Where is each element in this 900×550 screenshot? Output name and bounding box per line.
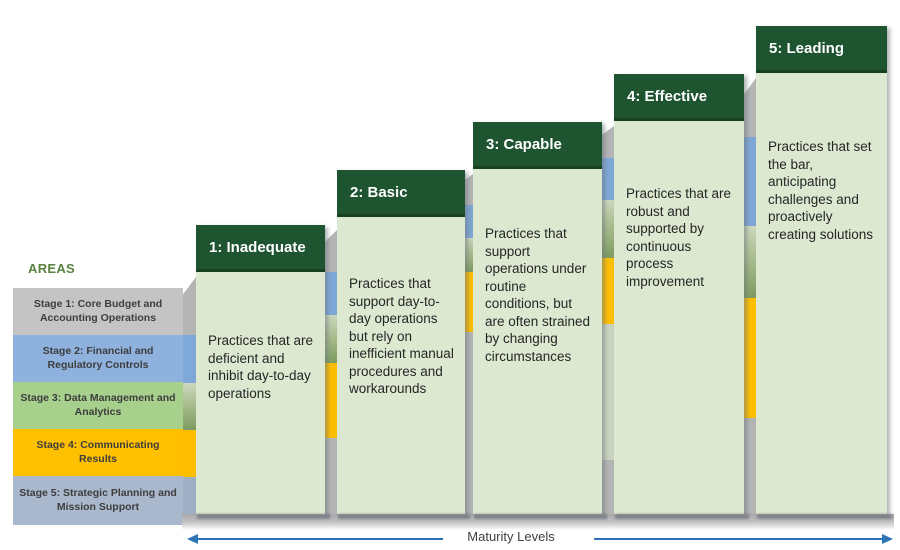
level-2-description: Practices that support day-to-day operat… [349,276,454,396]
strip5-gray [743,78,756,137]
axis-line-left [196,538,443,540]
level-1-body: Practices that are deficient and inhibit… [196,272,325,514]
column-1-shadow [197,514,330,519]
strip1-slate [183,477,196,514]
column-4-shadow [615,514,749,519]
strip4-base [601,460,614,514]
level-column-5: 5: Leading Practices that set the bar, a… [756,26,887,514]
strip5-green [743,226,756,298]
strip1-gray [183,277,196,335]
legend-stage-5: Stage 5: Strategic Planning and Mission … [13,476,183,525]
strip2-gray [324,230,337,272]
legend-stage-4: Stage 4: Communicating Results [13,429,183,476]
legend-stage-1-label: Stage 1: Core Budget and Accounting Oper… [33,298,163,324]
strip2-blue [324,272,337,315]
level-4-header: 4: Effective [614,74,744,121]
level-1-header: 1: Inadequate [196,225,325,272]
column-2-shadow [338,514,470,519]
axis-line-right [594,538,884,540]
level-3-header: 3: Capable [473,122,602,169]
level-4-description: Practices that are robust and supported … [626,186,732,289]
strip1-gold [183,430,196,477]
level-column-2: 2: Basic Practices that support day-to-d… [337,170,465,514]
strip4-gold [601,258,614,324]
strip2-gold [324,363,337,438]
strip4-sage [601,324,614,460]
level-2-header: 2: Basic [337,170,465,217]
legend-stage-1: Stage 1: Core Budget and Accounting Oper… [13,288,183,335]
legend-stage-5-label: Stage 5: Strategic Planning and Mission … [19,487,177,513]
axis-label: Maturity Levels [467,529,555,544]
strip4-blue [601,158,614,200]
level-3-body: Practices that support operations under … [473,169,602,514]
level-column-1: 1: Inadequate Practices that are deficie… [196,225,325,514]
strip5-base [743,418,756,514]
strip5-gold [743,298,756,418]
legend-stage-2: Stage 2: Financial and Regulatory Contro… [13,335,183,382]
level-column-3: 3: Capable Practices that support operat… [473,122,602,514]
legend-stage-2-label: Stage 2: Financial and Regulatory Contro… [42,345,154,371]
axis-arrowhead-right [882,534,893,544]
level-5-header: 5: Leading [756,26,887,73]
axis-arrowhead-left [187,534,198,544]
level-column-4: 4: Effective Practices that are robust a… [614,74,744,514]
strip1-green [183,383,196,430]
level-2-body: Practices that support day-to-day operat… [337,217,465,514]
strip1-blue [183,335,196,383]
level-5-description: Practices that set the bar, anticipating… [768,139,874,242]
strip5-blue [743,137,756,226]
strip4-gray [601,126,614,158]
level-4-body: Practices that are robust and supported … [614,121,744,514]
areas-heading: AREAS [28,261,76,276]
column-3-shadow [474,514,607,519]
level-1-description: Practices that are deficient and inhibit… [208,333,314,401]
strip2-base [324,438,337,514]
column-5-shadow [757,514,892,519]
level-3-description: Practices that support operations under … [485,226,591,364]
legend-stage-4-label: Stage 4: Communicating Results [36,439,160,465]
level-5-body: Practices that set the bar, anticipating… [756,73,887,514]
strip2-green [324,315,337,363]
legend-stage-3: Stage 3: Data Management and Analytics [13,382,183,429]
strip4-green [601,200,614,258]
legend-stage-3-label: Stage 3: Data Management and Analytics [20,392,176,418]
